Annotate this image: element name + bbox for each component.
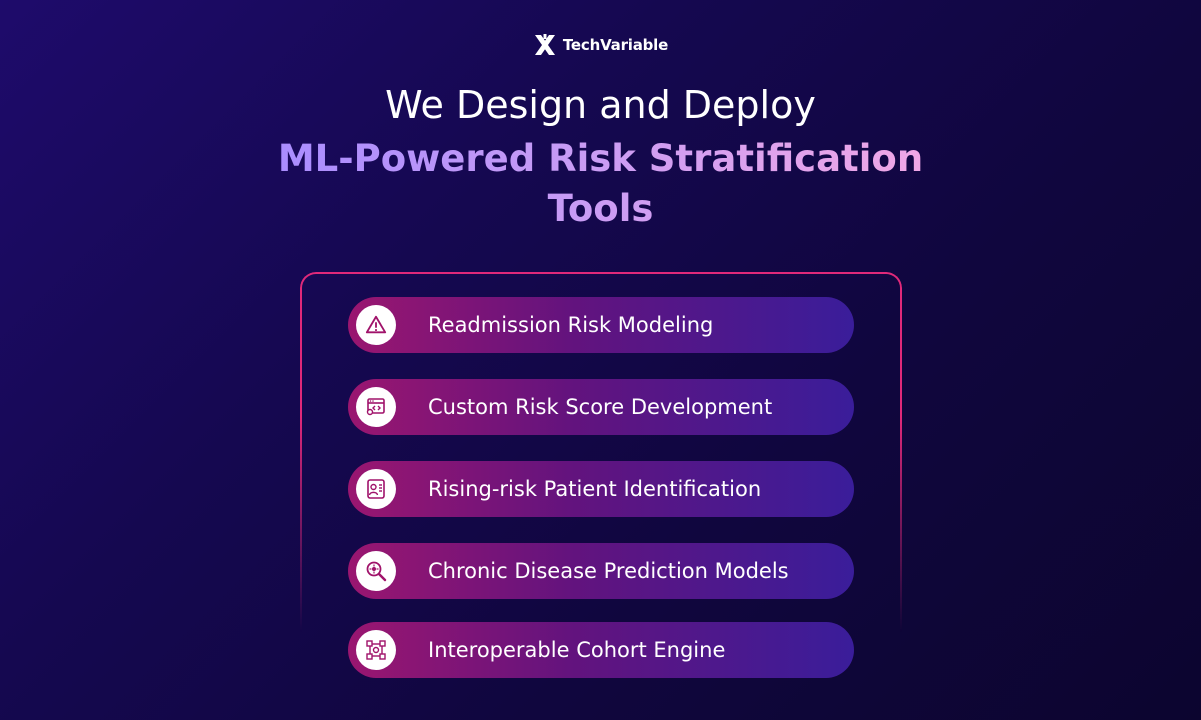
- headline-line1: We Design and Deploy: [385, 83, 816, 127]
- network-engine-icon: [356, 630, 396, 670]
- page-title: We Design and Deploy ML-Powered Risk Str…: [0, 80, 1201, 234]
- brand-logo: TechVariable: [0, 33, 1201, 57]
- x-logo-icon: [534, 34, 555, 55]
- feature-item-cohort-engine: Interoperable Cohort Engine: [348, 622, 854, 678]
- feature-label: Readmission Risk Modeling: [428, 313, 714, 337]
- features-panel-frame: [300, 272, 902, 632]
- feature-item-rising-risk: Rising-risk Patient Identification: [348, 461, 854, 517]
- patient-profile-icon: [356, 469, 396, 509]
- feature-label: Rising-risk Patient Identification: [428, 477, 762, 501]
- warning-icon: [356, 305, 396, 345]
- code-window-icon: [356, 387, 396, 427]
- brand-name: TechVariable: [562, 36, 669, 54]
- feature-label: Custom Risk Score Development: [428, 395, 773, 419]
- feature-item-custom-score: Custom Risk Score Development: [348, 379, 854, 435]
- headline-accent: ML-Powered Risk Stratification Tools: [261, 134, 941, 234]
- feature-label: Chronic Disease Prediction Models: [428, 559, 789, 583]
- magnifier-virus-icon: [356, 551, 396, 591]
- feature-item-readmission: Readmission Risk Modeling: [348, 297, 854, 353]
- feature-item-chronic-disease: Chronic Disease Prediction Models: [348, 543, 854, 599]
- feature-label: Interoperable Cohort Engine: [428, 638, 726, 662]
